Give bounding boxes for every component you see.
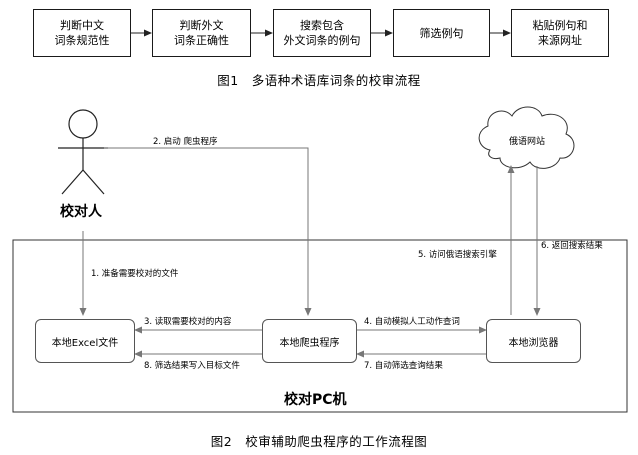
edge-label-5: 5. 访问俄语搜索引擎 [418, 250, 497, 260]
fig1-step-3: 搜索包含 外文词条的例句 [273, 9, 371, 57]
actor-label: 校对人 [60, 204, 102, 220]
node-crawler: 本地爬虫程序 [262, 319, 357, 363]
fig1-step-1: 判断中文 词条规范性 [33, 9, 131, 57]
fig2-caption: 图2 校审辅助爬虫程序的工作流程图 [210, 434, 428, 449]
edge-label-7: 7. 自动筛选查询结果 [364, 361, 443, 371]
fig2-edges [79, 147, 541, 358]
fig1-step-2: 判断外文 词条正确性 [152, 9, 251, 57]
edge-label-8: 8. 筛选结果写入目标文件 [144, 361, 240, 371]
edge-label-6: 6. 返回搜索结果 [541, 241, 603, 251]
edge-label-1: 1. 准备需要校对的文件 [91, 269, 179, 279]
pc-label: 校对PC机 [284, 392, 347, 408]
edge-2 [104, 147, 312, 316]
fig1-caption: 图1 多语种术语库词条的校审流程 [217, 73, 421, 88]
fig1-step-5: 粘贴例句和 来源网址 [511, 9, 609, 57]
pc-container [12, 239, 628, 413]
cloud-label: 俄语网站 [509, 137, 546, 147]
node-excel: 本地Excel文件 [35, 319, 135, 363]
edge-label-4: 4. 自动模拟人工动作查词 [364, 317, 460, 327]
cloud-shape [478, 106, 575, 169]
edge-label-3: 3. 读取需要校对的内容 [144, 317, 232, 327]
fig1-step-4: 筛选例句 [393, 9, 490, 57]
edge-label-2: 2. 启动 爬虫程序 [153, 137, 218, 147]
node-browser: 本地浏览器 [486, 319, 581, 363]
actor-figure [58, 109, 108, 195]
